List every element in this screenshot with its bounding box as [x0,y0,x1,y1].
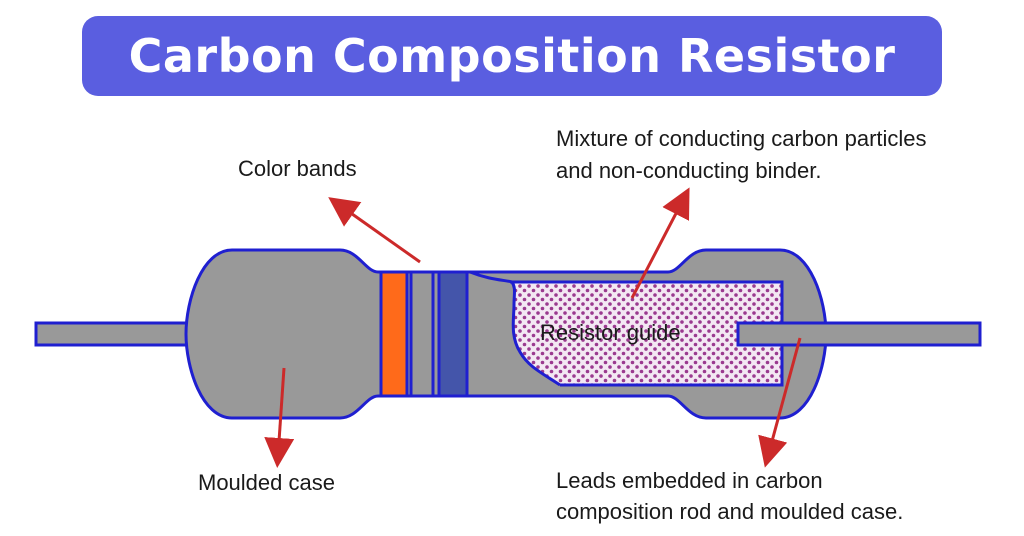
band-orange [379,270,409,398]
right-lead [736,321,982,347]
title-banner: Carbon Composition Resistor [82,16,942,96]
label-leads-line2: composition rod and moulded case. [556,499,904,524]
arrow-moulded-case [264,367,295,468]
arrow-color-bands [328,197,421,264]
label-color-bands: Color bands [238,156,357,181]
label-mixture-line1: Mixture of conducting carbon particles [556,126,927,151]
left-lead [34,321,198,347]
arrow-mixture [630,187,690,299]
band-grey [409,270,435,398]
label-moulded-case: Moulded case [198,470,335,495]
label-resistor-guide: Resistor guide [540,320,681,345]
arrow-leads [758,337,802,468]
label-leads-line1: Leads embedded in carbon [556,468,823,493]
carbon-mixture-dots [512,282,782,385]
label-mixture-line2: and non-conducting binder. [556,158,822,183]
page-title: Carbon Composition Resistor [128,29,896,83]
band-blue [437,270,469,398]
cutaway-outline [469,270,561,387]
